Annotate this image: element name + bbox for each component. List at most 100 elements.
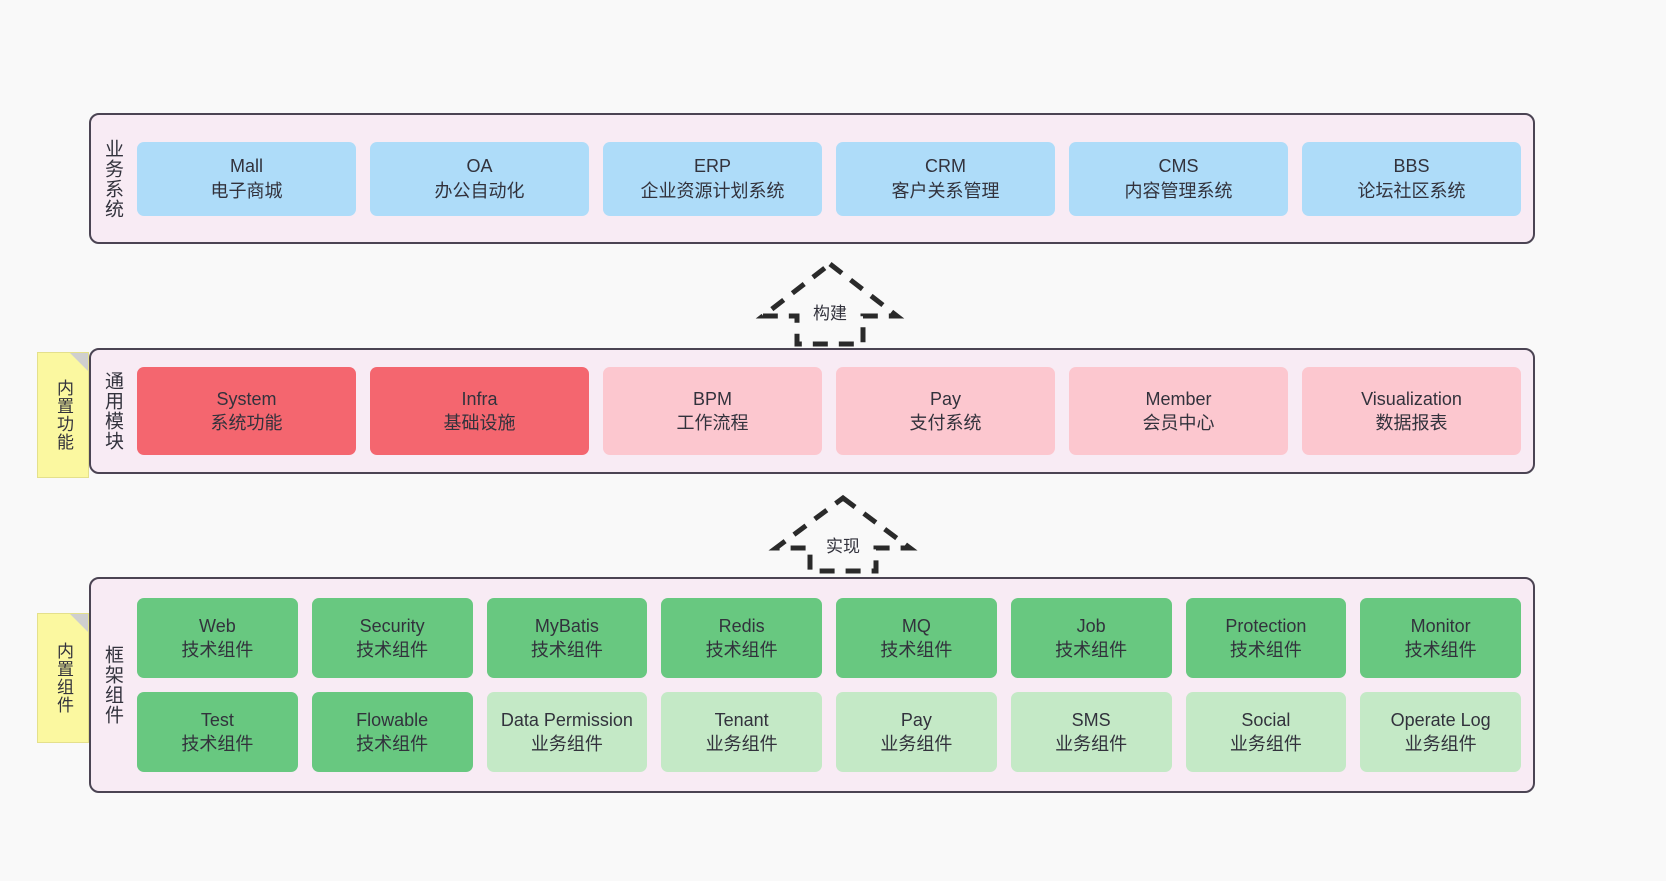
node-redis-desc: 技术组件 [705, 640, 778, 660]
node-member-name: Member [1145, 388, 1212, 409]
node-protection-desc: 技术组件 [1229, 640, 1302, 660]
node-mall-name: Mall [229, 156, 263, 177]
node-flowable[interactable]: Flowable 技术组件 [311, 692, 473, 772]
node-mybatis[interactable]: MyBatis 技术组件 [486, 598, 648, 678]
node-social-desc: 业务组件 [1229, 734, 1302, 754]
node-mq-desc: 技术组件 [880, 640, 953, 660]
node-system-name: System [216, 388, 277, 409]
node-social[interactable]: Social 业务组件 [1185, 692, 1347, 772]
node-job-name: Job [1076, 615, 1106, 636]
node-redis[interactable]: Redis 技术组件 [661, 598, 822, 678]
node-job[interactable]: Job 技术组件 [1010, 598, 1172, 678]
node-test-name: Test [200, 709, 234, 730]
node-job-desc: 技术组件 [1055, 640, 1128, 660]
node-pay-component-name: Pay [900, 709, 932, 730]
node-protection[interactable]: Protection 技术组件 [1185, 598, 1347, 678]
layer-business-system-title: 业务系统 [102, 138, 124, 219]
node-bpm[interactable]: BPM 工作流程 [603, 367, 822, 455]
node-bbs[interactable]: BBS 论坛社区系统 [1302, 141, 1521, 216]
node-infra-name: Infra [461, 388, 498, 409]
node-flowable-name: Flowable [356, 709, 429, 730]
connector-implement: 实现 [768, 492, 918, 574]
node-bpm-name: BPM [692, 388, 732, 409]
node-oa-desc: 办公自动化 [434, 180, 525, 201]
node-pay-component-desc: 业务组件 [880, 734, 953, 754]
node-monitor-name: Monitor [1410, 615, 1471, 636]
note-fold-corner-icon [70, 353, 88, 371]
node-member[interactable]: Member 会员中心 [1069, 367, 1288, 455]
node-bbs-name: BBS [1393, 156, 1430, 177]
layer-framework-component-title: 框架组件 [102, 645, 124, 725]
sticky-note-builtin-function: 内置功能 [37, 352, 89, 478]
node-mall-desc: 电子商城 [210, 180, 283, 201]
node-data-permission-desc: 业务组件 [530, 734, 603, 754]
node-security-desc: 技术组件 [356, 640, 429, 660]
layer-framework-component: 框架组件 Web 技术组件 Security 技术组件 MyBatis 技术组件… [89, 577, 1535, 793]
connector-build-label: 构建 [813, 304, 847, 323]
node-sms-name: SMS [1071, 709, 1111, 730]
node-protection-name: Protection [1225, 615, 1307, 636]
node-test-desc: 技术组件 [181, 734, 254, 754]
node-flowable-desc: 技术组件 [356, 734, 429, 754]
node-data-permission-name: Data Permission [500, 709, 633, 730]
sticky-note-builtin-component: 内置组件 [37, 613, 89, 743]
node-bbs-desc: 论坛社区系统 [1357, 180, 1466, 201]
node-tenant[interactable]: Tenant 业务组件 [661, 692, 822, 772]
node-monitor[interactable]: Monitor 技术组件 [1360, 598, 1521, 678]
node-visualization-desc: 数据报表 [1375, 413, 1448, 433]
sticky-note-builtin-function-label: 内置功能 [54, 379, 74, 451]
node-pay-module-name: Pay [929, 388, 962, 409]
node-visualization[interactable]: Visualization 数据报表 [1302, 367, 1521, 455]
node-web[interactable]: Web 技术组件 [137, 598, 298, 678]
node-pay-component[interactable]: Pay 业务组件 [836, 692, 997, 772]
node-crm-desc: 客户关系管理 [891, 180, 1000, 201]
node-mq-name: MQ [901, 615, 931, 636]
layer-common-module: 通用模块 System 系统功能 Infra 基础设施 BPM 工作流程 Pay… [89, 348, 1535, 474]
node-erp-desc: 企业资源计划系统 [640, 180, 785, 201]
layer-business-system-nodes: Mall 电子商城 OA 办公自动化 ERP 企业资源计划系统 CRM 客户关系… [133, 115, 1533, 242]
node-crm[interactable]: CRM 客户关系管理 [836, 141, 1055, 216]
node-operate-log[interactable]: Operate Log 业务组件 [1360, 692, 1521, 772]
node-mybatis-name: MyBatis [534, 615, 599, 636]
node-erp[interactable]: ERP 企业资源计划系统 [603, 141, 822, 216]
node-infra-desc: 基础设施 [443, 413, 516, 433]
layer-business-system: 业务系统 Mall 电子商城 OA 办公自动化 ERP 企业资源计划系统 CRM… [89, 113, 1535, 244]
layer-common-module-nodes: System 系统功能 Infra 基础设施 BPM 工作流程 Pay 支付系统… [133, 350, 1533, 472]
node-tenant-name: Tenant [714, 709, 769, 730]
node-security-name: Security [359, 615, 425, 636]
node-mybatis-desc: 技术组件 [530, 640, 603, 660]
node-infra[interactable]: Infra 基础设施 [370, 367, 589, 455]
node-crm-name: CRM [925, 156, 966, 177]
node-sms-desc: 业务组件 [1055, 734, 1128, 754]
node-sms[interactable]: SMS 业务组件 [1010, 692, 1172, 772]
node-oa[interactable]: OA 办公自动化 [370, 141, 589, 216]
connector-implement-label: 实现 [826, 537, 860, 556]
node-social-name: Social [1241, 709, 1291, 730]
node-web-desc: 技术组件 [181, 640, 254, 660]
framework-tech-row: Web 技术组件 Security 技术组件 MyBatis 技术组件 Redi… [137, 598, 1521, 678]
node-test[interactable]: Test 技术组件 [137, 692, 298, 772]
sticky-note-builtin-component-label: 内置组件 [54, 642, 74, 714]
layer-common-module-title: 通用模块 [102, 371, 124, 451]
build-arrow-icon [755, 260, 905, 347]
node-visualization-name: Visualization [1361, 388, 1462, 409]
node-cms[interactable]: CMS 内容管理系统 [1069, 141, 1288, 216]
node-monitor-desc: 技术组件 [1404, 640, 1477, 660]
note-fold-corner-icon-2 [70, 614, 88, 632]
node-mq[interactable]: MQ 技术组件 [836, 598, 997, 678]
node-cms-name: CMS [1158, 156, 1199, 177]
layer-framework-component-nodes: Web 技术组件 Security 技术组件 MyBatis 技术组件 Redi… [133, 579, 1533, 791]
node-mall[interactable]: Mall 电子商城 [137, 141, 356, 216]
node-system[interactable]: System 系统功能 [137, 367, 356, 455]
connector-build: 构建 [755, 258, 905, 348]
node-data-permission[interactable]: Data Permission 业务组件 [486, 692, 648, 772]
node-bpm-desc: 工作流程 [676, 413, 749, 433]
node-operate-log-desc: 业务组件 [1404, 734, 1477, 754]
node-erp-name: ERP [693, 156, 731, 177]
node-system-desc: 系统功能 [210, 413, 283, 433]
node-pay-module[interactable]: Pay 支付系统 [836, 367, 1055, 455]
node-redis-name: Redis [718, 615, 765, 636]
node-web-name: Web [199, 615, 236, 636]
node-security[interactable]: Security 技术组件 [311, 598, 473, 678]
